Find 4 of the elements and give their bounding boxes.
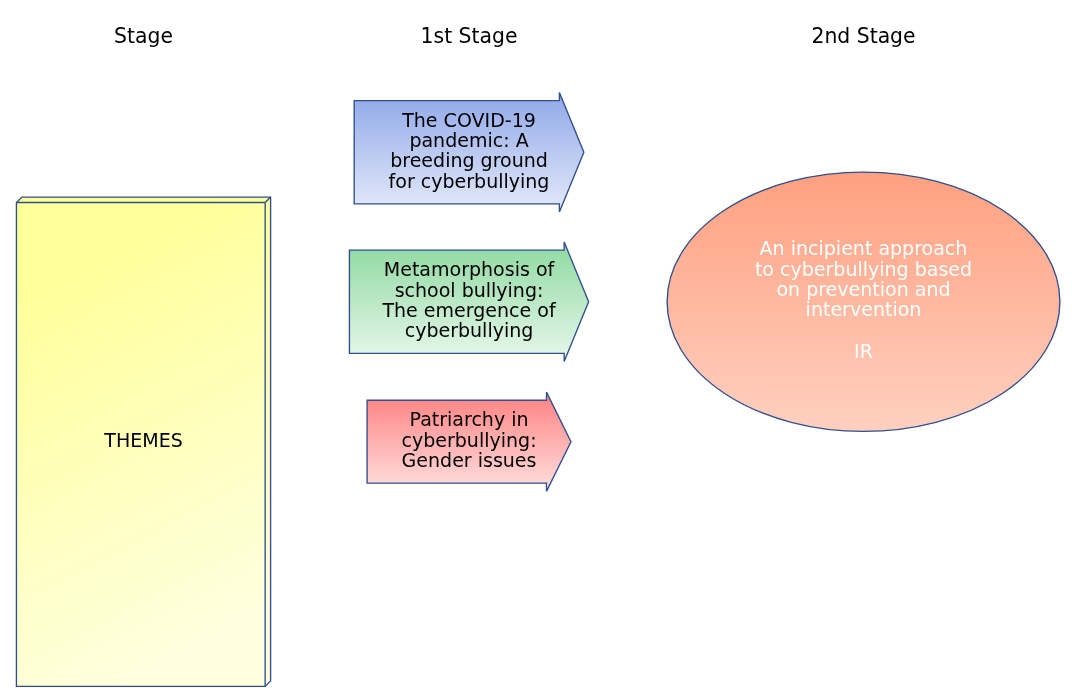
label: 2nd Stage [811,23,916,48]
node-ellipse: An incipient approach to cyberbullying based on prevention and intervention IR [666,171,1061,433]
label: Stage [114,23,173,48]
label: 1st Stage [420,23,518,48]
